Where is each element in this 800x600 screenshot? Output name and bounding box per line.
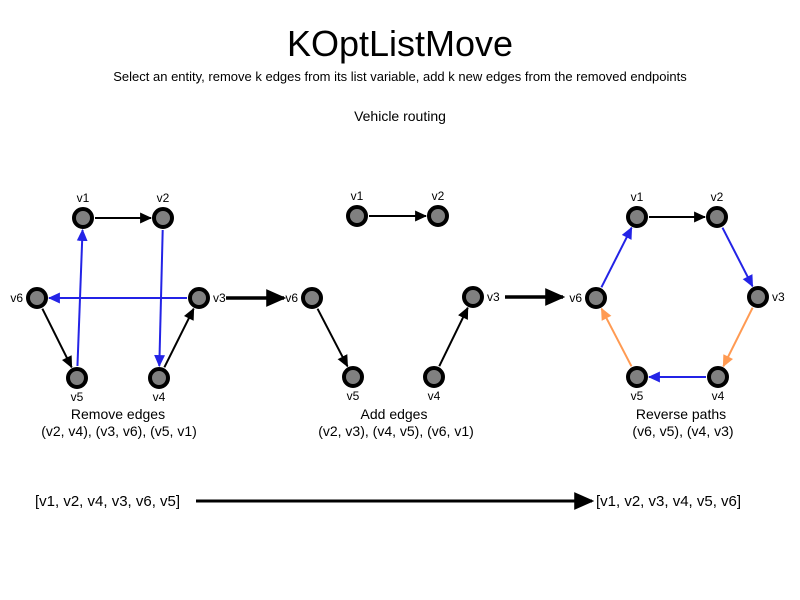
- node-label-v1: v1: [631, 190, 644, 204]
- caption-reverse-paths: Reverse paths: [636, 406, 726, 422]
- node-v3: [462, 286, 484, 308]
- node-label-v6: v6: [569, 291, 582, 305]
- node-label-v4: v4: [428, 389, 441, 403]
- edge-v2-v3: [721, 227, 754, 288]
- edge-v5-v6: [600, 307, 633, 367]
- node-v6: [26, 287, 48, 309]
- diagram-reverse-paths: v1 v2 v6 v3 v5 v4: [569, 190, 785, 403]
- node-label-v2: v2: [711, 190, 724, 204]
- node-v5: [66, 367, 88, 389]
- node-v6: [301, 287, 323, 309]
- edge-v4-v3: [163, 307, 195, 368]
- diagram-add-edges: v1 v2 v6 v3 v5 v4: [285, 189, 500, 403]
- edge-v3-v4: [722, 307, 754, 368]
- node-v5: [342, 366, 364, 388]
- caption-add-edges: Add edges: [361, 406, 428, 422]
- edge-v6-v5: [316, 308, 349, 368]
- node-label-v3: v3: [213, 291, 226, 305]
- list-before: [v1, v2, v4, v3, v6, v5]: [35, 493, 180, 510]
- edge-v6-v1: [600, 226, 633, 288]
- node-v5: [626, 366, 648, 388]
- page-subtitle: Select an entity, remove k edges from it…: [113, 69, 687, 84]
- node-v6: [585, 287, 607, 309]
- node-v4: [148, 367, 170, 389]
- node-v2: [427, 205, 449, 227]
- graphs-layer: v1 v2 v6 v3 v5 v4 v1 v2 v6 v3 v5 v4 v1 v2 v6 v3 v5 v4: [10, 189, 785, 510]
- node-label-v5: v5: [347, 389, 360, 403]
- node-v2: [706, 206, 728, 228]
- node-v3: [747, 286, 769, 308]
- list-after: [v1, v2, v3, v4, v5, v6]: [596, 493, 741, 510]
- node-label-v3: v3: [487, 290, 500, 304]
- caption-add-edges-detail: (v2, v3), (v4, v5), (v6, v1): [318, 423, 474, 439]
- caption-remove-edges-detail: (v2, v4), (v3, v6), (v5, v1): [41, 423, 197, 439]
- node-label-v6: v6: [285, 291, 298, 305]
- node-v1: [72, 207, 94, 229]
- node-label-v2: v2: [157, 191, 170, 205]
- node-label-v5: v5: [71, 390, 84, 404]
- caption-reverse-paths-detail: (v6, v5), (v4, v3): [632, 423, 733, 439]
- caption-remove-edges: Remove edges: [71, 406, 165, 422]
- node-v4: [423, 366, 445, 388]
- page-title: KOptListMove: [286, 23, 514, 64]
- node-label-v4: v4: [153, 390, 166, 404]
- node-label-v1: v1: [77, 191, 90, 205]
- node-v4: [707, 366, 729, 388]
- context-label: Vehicle routing: [354, 108, 446, 124]
- node-v1: [626, 206, 648, 228]
- node-label-v5: v5: [631, 389, 644, 403]
- edge-v6-v5: [41, 308, 73, 369]
- node-label-v1: v1: [351, 189, 364, 203]
- edge-v4-v3: [438, 306, 469, 367]
- node-label-v2: v2: [432, 189, 445, 203]
- node-v1: [346, 205, 368, 227]
- node-v3: [188, 287, 210, 309]
- node-label-v4: v4: [712, 389, 725, 403]
- node-label-v6: v6: [10, 291, 23, 305]
- edge-v5-v1: [76, 228, 88, 367]
- node-v2: [152, 207, 174, 229]
- diagram-remove-edges: v1 v2 v6 v3 v5 v4: [10, 191, 226, 404]
- node-label-v3: v3: [772, 290, 785, 304]
